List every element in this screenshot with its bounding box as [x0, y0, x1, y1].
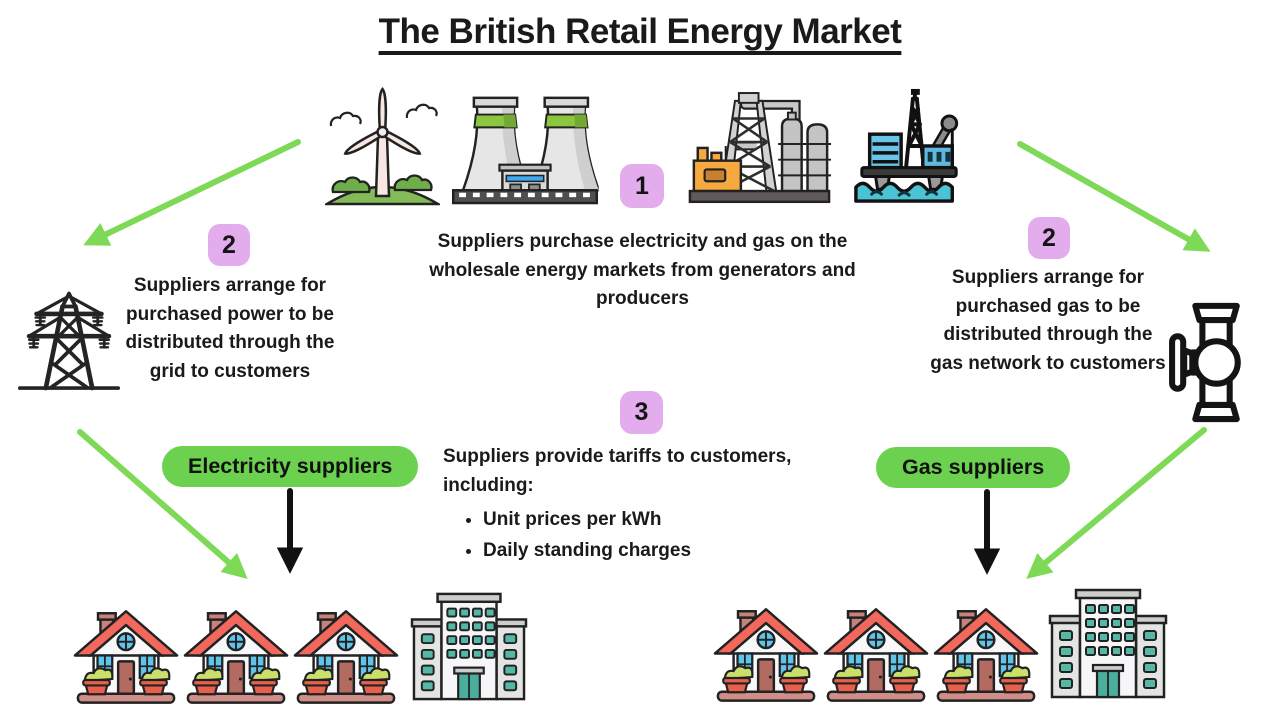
step-2-gas-number: 2	[1042, 223, 1056, 252]
electricity-suppliers-pill: Electricity suppliers	[162, 446, 419, 487]
office-building-icon	[410, 589, 528, 703]
step-2-gas-badge: 2	[1028, 217, 1070, 259]
arrow-generators-to-gas-icon	[1017, 141, 1211, 252]
tariff-list: Unit prices per kWh Daily standing charg…	[459, 506, 868, 565]
refinery-icon	[686, 82, 833, 206]
step-1-text: Suppliers purchase electricity and gas o…	[429, 231, 856, 309]
house-icon	[182, 602, 290, 705]
gas-suppliers-pill: Gas suppliers	[876, 447, 1071, 488]
step-3-intro: Suppliers provide tariffs to customers, …	[443, 446, 792, 496]
offshore-oil-rig-icon	[850, 84, 968, 206]
arrow-gas-suppliers-down-icon	[973, 489, 1001, 575]
wind-turbine-icon	[325, 84, 440, 206]
step-2-electricity-text: Suppliers arrange for purchased power to…	[125, 275, 335, 382]
tariff-item-unit-prices: Unit prices per kWh	[483, 506, 868, 535]
tariff-item-standing-charges: Daily standing charges	[483, 537, 868, 566]
step-3-badge: 3	[620, 391, 663, 434]
nuclear-cooling-towers-icon	[450, 88, 600, 206]
office-building-icon	[1048, 584, 1168, 702]
arrow-electricity-suppliers-down-icon	[276, 488, 304, 574]
step-1-number: 1	[635, 171, 649, 200]
step-2-electricity-badge: 2	[208, 224, 250, 266]
step-1-badge: 1	[620, 164, 664, 208]
arrow-grid-to-customers-icon	[77, 429, 248, 579]
house-icon	[822, 600, 930, 703]
house-icon	[932, 600, 1040, 703]
house-icon	[712, 600, 820, 703]
electricity-pylon-icon	[18, 280, 120, 396]
step-3-block: Suppliers provide tariffs to customers, …	[443, 443, 868, 567]
arrow-generators-to-electricity-icon	[83, 139, 301, 246]
step-2-gas-text: Suppliers arrange for purchased gas to b…	[930, 267, 1166, 374]
step-2-electricity-number: 2	[222, 230, 236, 259]
gas-suppliers-label: Gas suppliers	[902, 455, 1045, 479]
electricity-suppliers-label: Electricity suppliers	[188, 454, 393, 478]
house-icon	[292, 602, 400, 705]
house-icon	[72, 602, 180, 705]
page-title: The British Retail Energy Market	[378, 12, 902, 51]
step-3-number: 3	[634, 398, 649, 426]
arrow-gas-network-to-customers-icon	[1026, 427, 1207, 579]
gas-valve-icon	[1164, 296, 1260, 430]
